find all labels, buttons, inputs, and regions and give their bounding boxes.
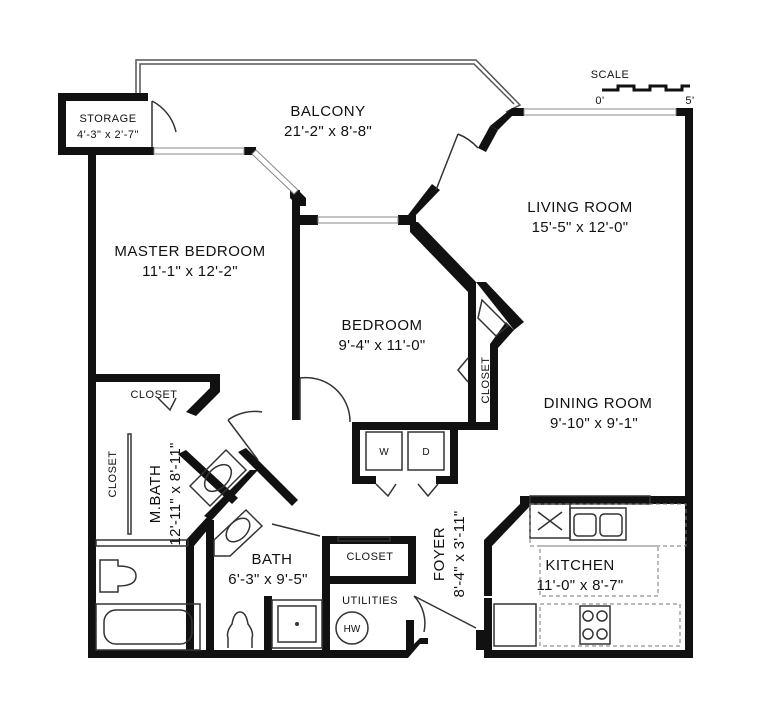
foyer-name: FOYER bbox=[431, 527, 448, 581]
scale-min: 0' bbox=[595, 95, 604, 107]
walls bbox=[58, 93, 693, 658]
storage-dim: 4'-3" x 2'-7" bbox=[77, 129, 139, 141]
hall-closet-name: CLOSET bbox=[346, 551, 393, 563]
master-bedroom-name: MASTER BEDROOM bbox=[114, 243, 265, 260]
dining-room-dim: 9'-10" x 9'-1" bbox=[550, 415, 638, 432]
bedroom-dim: 9'-4" x 11'-0" bbox=[338, 337, 425, 354]
storage-name: STORAGE bbox=[79, 113, 136, 125]
fixtures bbox=[95, 298, 687, 651]
dining-room-name: DINING ROOM bbox=[544, 395, 653, 412]
bedroom-name: BEDROOM bbox=[341, 317, 422, 334]
scale-bar bbox=[602, 84, 690, 92]
mbath-name: M.BATH bbox=[147, 465, 164, 524]
windows bbox=[153, 108, 677, 224]
master-bedroom-dim: 11'-1" x 12'-2" bbox=[142, 263, 238, 280]
mbath-dim: 12'-11" x 8'-11" bbox=[167, 442, 184, 545]
balcony-dim: 21'-2" x 8'-8" bbox=[284, 123, 372, 140]
water-heater-label: HW bbox=[344, 624, 361, 635]
balcony-outline bbox=[135, 59, 522, 113]
doors bbox=[127, 100, 479, 633]
living-room-name: LIVING ROOM bbox=[527, 199, 633, 216]
dryer-label: D bbox=[422, 447, 429, 458]
master-closet-name: CLOSET bbox=[130, 389, 177, 401]
bedroom-closet-name: CLOSET bbox=[480, 356, 492, 403]
bath-name: BATH bbox=[252, 551, 293, 568]
utilities-name: UTILITIES bbox=[342, 595, 398, 607]
foyer-dim: 8'-4" x 3'-11" bbox=[451, 510, 468, 597]
kitchen-name: KITCHEN bbox=[545, 557, 614, 574]
scale-max: 5' bbox=[685, 95, 694, 107]
scale-label: SCALE bbox=[591, 69, 630, 81]
bath-dim: 6'-3" x 9'-5" bbox=[228, 571, 307, 588]
kitchen-dim: 11'-0" x 8'-7" bbox=[536, 577, 623, 594]
balcony-name: BALCONY bbox=[290, 103, 365, 120]
washer-label: W bbox=[379, 447, 389, 458]
mbath-closet-name: CLOSET bbox=[107, 450, 119, 497]
living-room-dim: 15'-5" x 12'-0" bbox=[532, 219, 629, 236]
